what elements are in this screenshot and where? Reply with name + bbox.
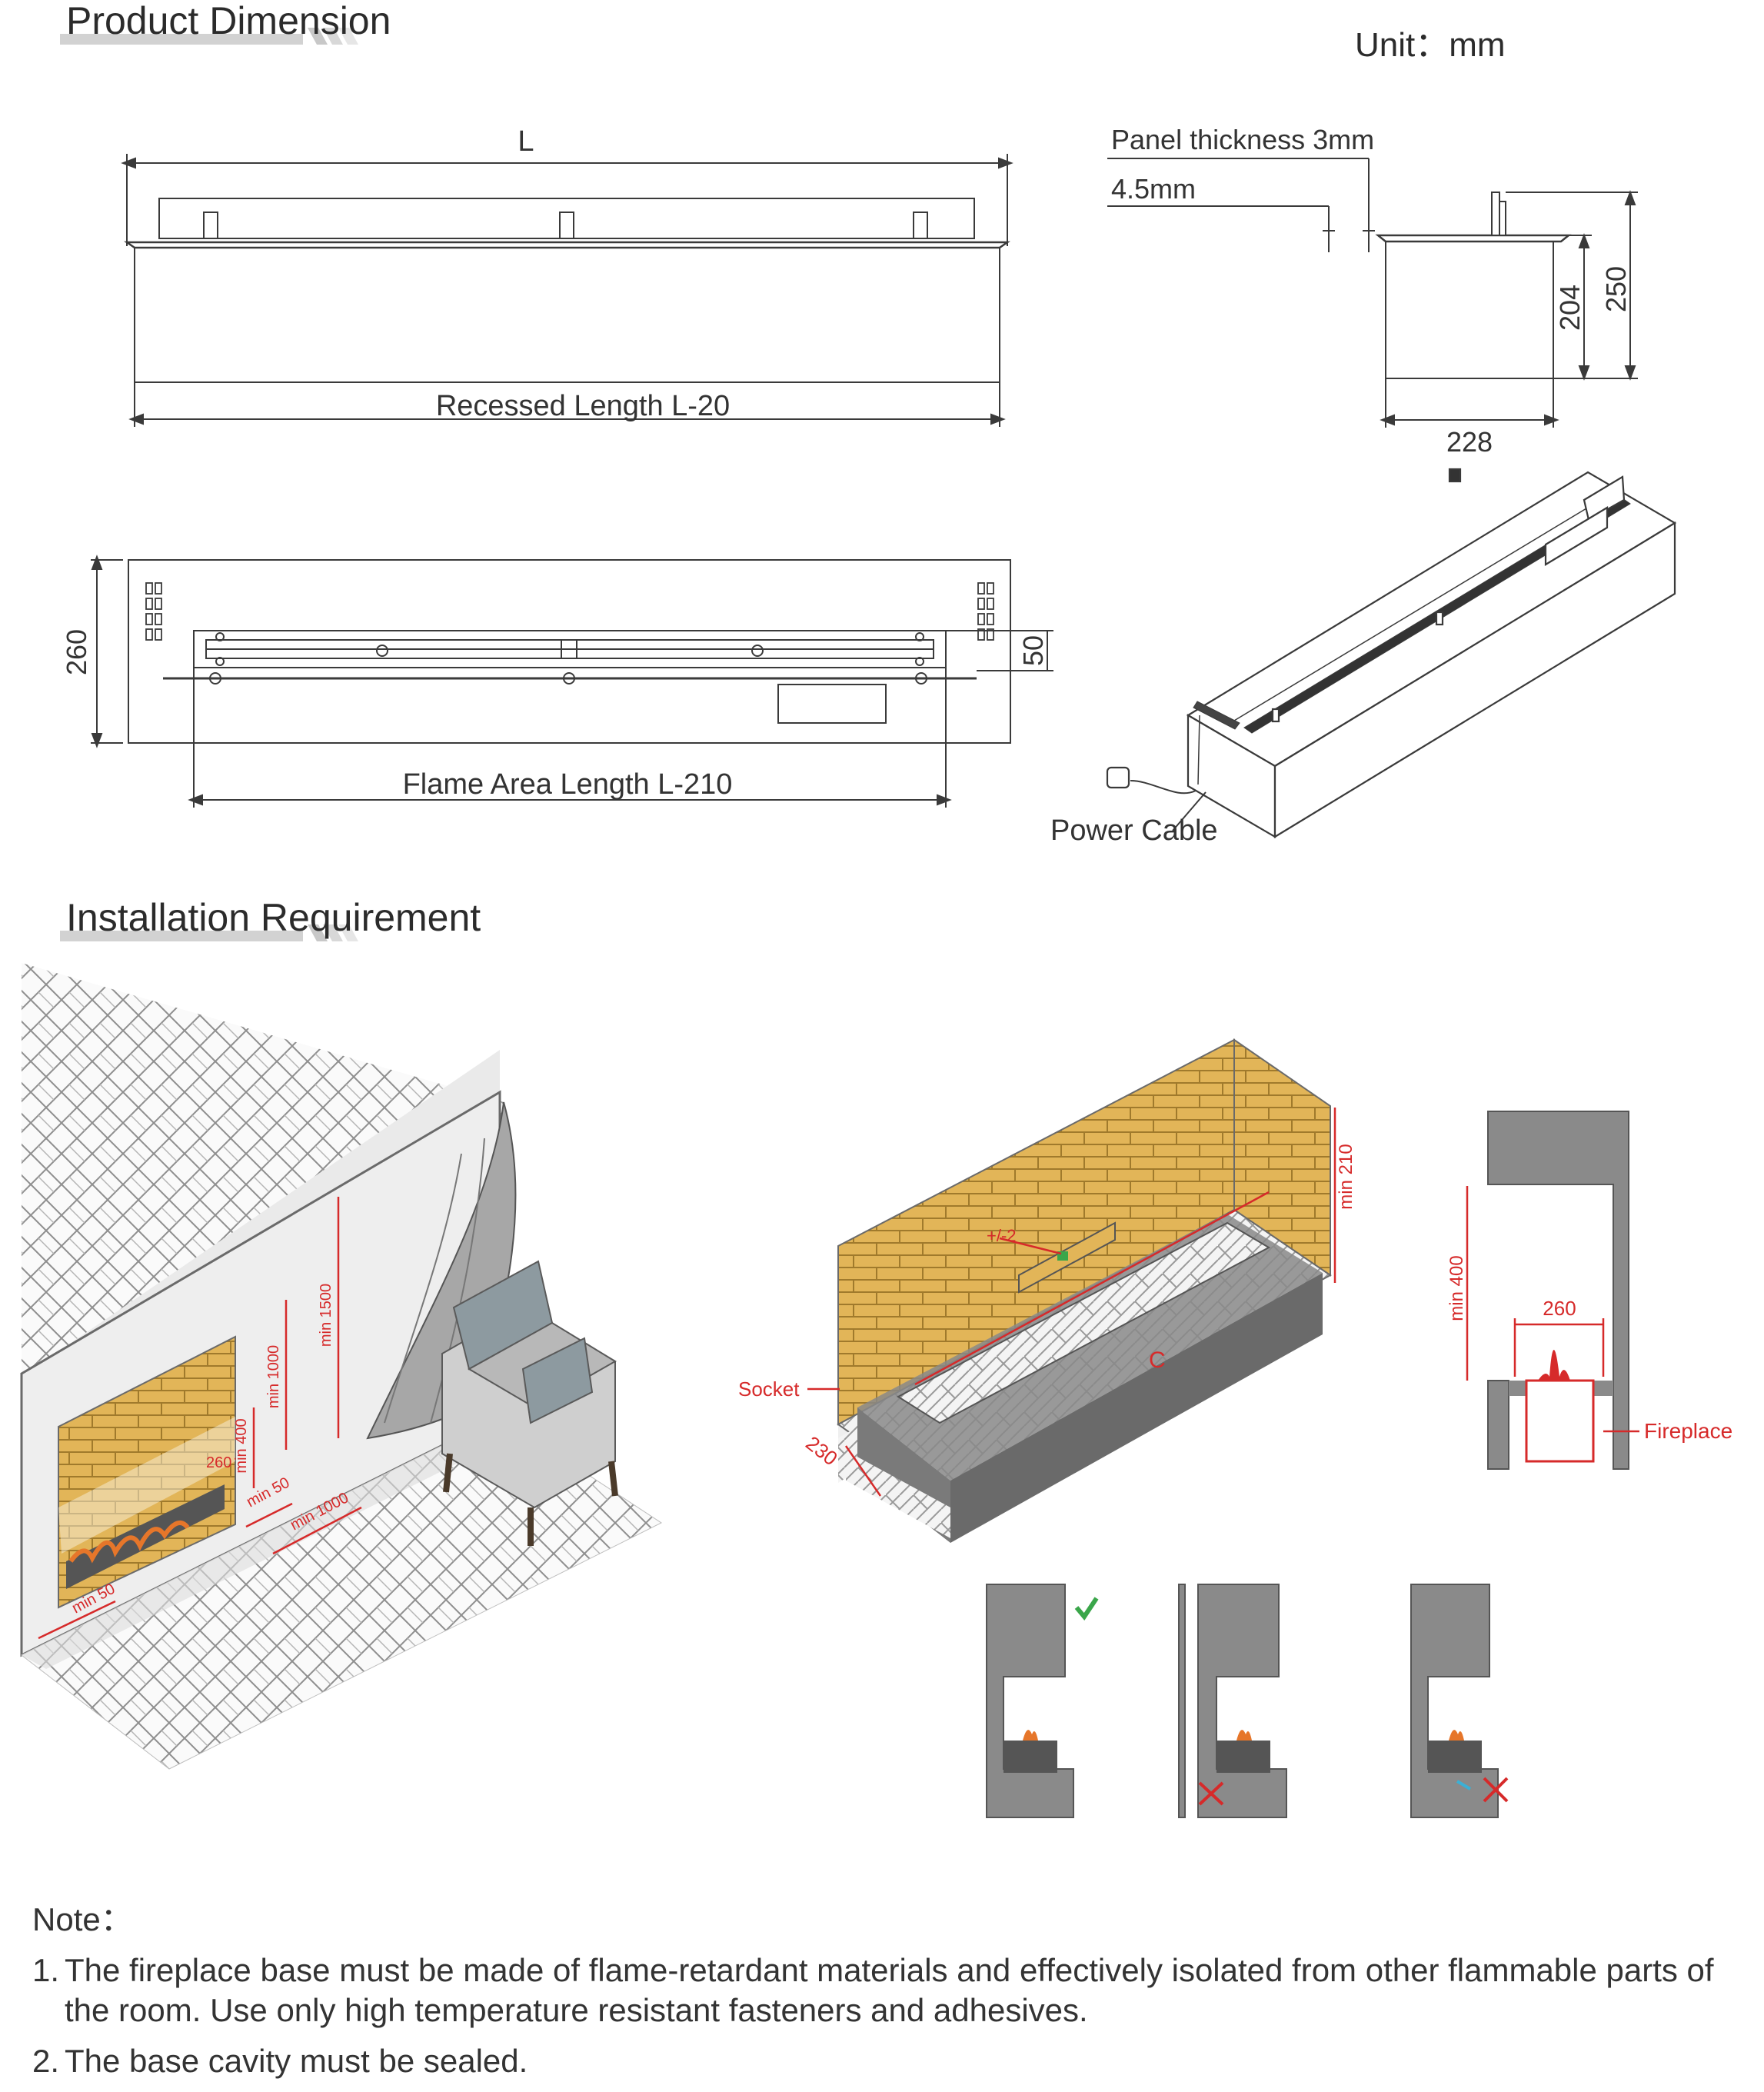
cavity-install-illustration: +/-2 Socket 230 C min 210 — [738, 1038, 1356, 1543]
dim-panel-thickness: Panel thickness 3mm — [1111, 124, 1374, 155]
dim-recessed-length: Recessed Length L-20 — [436, 390, 730, 422]
section-title-dimension: Product Dimension — [66, 0, 391, 42]
chevron-decoration-icon — [308, 924, 358, 941]
note-text: The fireplace base must be made of flame… — [65, 1952, 1714, 2028]
note-item: 1. The fireplace base must be made of fl… — [32, 1950, 1747, 2030]
vent-grille-left — [145, 582, 162, 641]
front-view-drawing — [121, 154, 1013, 427]
section-fireplace-label: Fireplace — [1644, 1419, 1732, 1443]
dim-lip: 4.5mm — [1111, 173, 1196, 205]
dim-width-228: 228 — [1446, 426, 1493, 458]
side-view-drawing — [1107, 158, 1638, 428]
dim-height-250: 250 — [1600, 266, 1632, 312]
notes-section: Note： 1. The fireplace base must be made… — [32, 1900, 1747, 2092]
dim-offset-50: 50 — [1017, 635, 1049, 666]
isometric-burner-drawing — [1106, 468, 1677, 838]
install-variant-incorrect-open — [1410, 1584, 1509, 1818]
section-depth-260: 260 — [1543, 1297, 1576, 1320]
section-min-400: min 400 — [1446, 1255, 1467, 1321]
dim-flame-area-length: Flame Area Length L-210 — [403, 768, 733, 801]
section-view-illustration: min 400 260 Fireplace — [1446, 1111, 1732, 1470]
room-min-400: min 400 — [233, 1418, 250, 1473]
notes-title: Note： — [32, 1901, 133, 1937]
note-text: The base cavity must be sealed. — [65, 2043, 528, 2079]
note-number: 1. — [32, 1952, 60, 1988]
unit-label: Unit：mm — [1355, 26, 1506, 64]
armchair-icon — [441, 1260, 618, 1546]
cross-icon — [1198, 1781, 1224, 1806]
cavity-socket-label: Socket — [738, 1377, 800, 1401]
chevron-decoration-icon — [308, 28, 358, 45]
room-min-1000-vertical: min 1000 — [265, 1345, 282, 1408]
drawing-canvas: L Recessed Length L-20 Panel thickness 3… — [20, 124, 1732, 1818]
install-variant-correct — [986, 1584, 1099, 1818]
vent-grille-right — [977, 582, 994, 641]
top-view-drawing — [91, 555, 1053, 808]
cavity-tolerance: +/-2 — [987, 1226, 1017, 1245]
cavity-depth-230: 230 — [801, 1431, 842, 1470]
check-icon — [1074, 1597, 1099, 1621]
note-number: 2. — [32, 2043, 60, 2079]
dim-length-label: L — [518, 125, 534, 158]
note-item: 2. The base cavity must be sealed. — [32, 2041, 1747, 2081]
room-min-1500: min 1500 — [318, 1284, 334, 1347]
room-depth-260: 260 — [206, 1454, 231, 1471]
room-install-illustration: min 1500 min 1000 min 400 260 min 50 min… — [20, 963, 663, 1770]
install-variant-incorrect-gap — [1178, 1584, 1287, 1818]
power-cable-label: Power Cable — [1050, 814, 1218, 847]
dim-depth-260: 260 — [61, 629, 92, 675]
cavity-min-210: min 210 — [1336, 1144, 1356, 1209]
cavity-c-label: C — [1149, 1347, 1166, 1373]
cross-icon — [1483, 1777, 1509, 1803]
section-title-installation: Installation Requirement — [66, 896, 481, 939]
dim-height-204: 204 — [1554, 285, 1586, 331]
